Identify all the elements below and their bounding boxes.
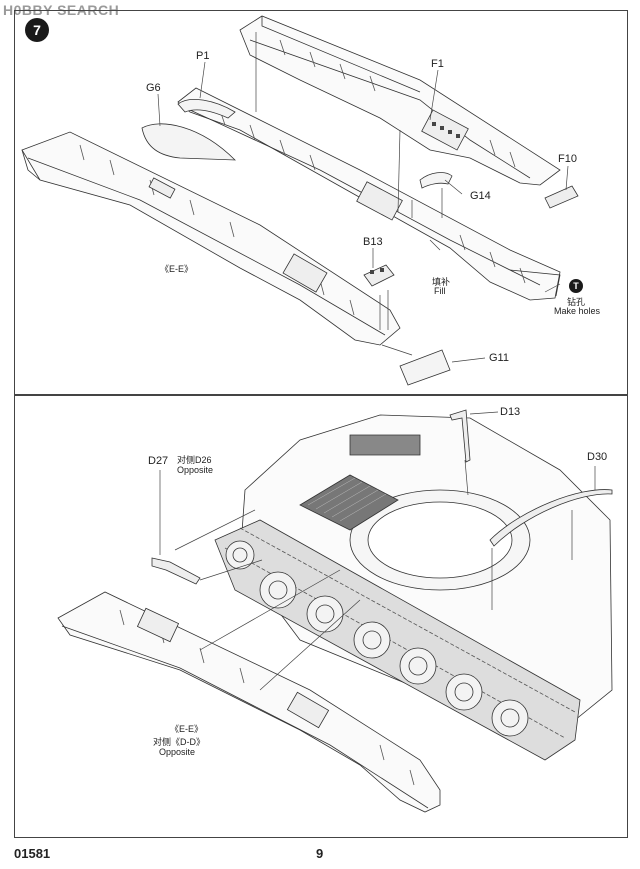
label-opposite-dd-cn: 对侧《D-D》 xyxy=(153,737,205,747)
fender-f1 xyxy=(239,15,561,186)
part-d30 xyxy=(489,489,613,547)
label-holes-cn: 钻孔 xyxy=(567,297,586,307)
part-g6 xyxy=(141,123,237,161)
label-f10: F10 xyxy=(558,153,577,165)
label-d27: D27 xyxy=(148,455,169,467)
make-holes-icon: T xyxy=(569,279,583,293)
step-number-badge: 7 xyxy=(25,18,49,42)
label-fill-cn: 填补 xyxy=(432,277,451,287)
label-g14: G14 xyxy=(470,190,491,202)
label-b13: B13 xyxy=(363,236,383,248)
label-g11: G11 xyxy=(489,352,509,364)
fender-middle xyxy=(177,87,561,301)
label-p1: P1 xyxy=(196,50,210,62)
label-g6: G6 xyxy=(146,82,161,94)
part-p1 xyxy=(177,99,236,119)
top-panel-frame xyxy=(14,10,628,395)
label-holes-en: Make holes xyxy=(554,306,601,316)
part-g11 xyxy=(399,349,451,386)
part-d13 xyxy=(449,409,471,463)
tank-hull xyxy=(239,414,613,731)
label-e-e-bottom: 《E-E》 xyxy=(170,724,204,734)
kit-number: 01581 xyxy=(14,846,51,861)
page-number: 9 xyxy=(316,846,324,861)
label-fill-en: Fill xyxy=(434,286,446,296)
part-g14 xyxy=(419,172,453,189)
label-d13: D13 xyxy=(500,406,521,418)
label-e-e-top: 《E-E》 xyxy=(160,264,194,274)
part-f10 xyxy=(544,185,579,209)
label-opposite-d26-en: Opposite xyxy=(177,465,214,475)
make-holes-icon-letter: T xyxy=(573,281,579,291)
bottom-panel-frame xyxy=(14,395,628,838)
label-d30: D30 xyxy=(587,451,608,463)
fender-e-e-bottom xyxy=(57,591,441,813)
label-opposite-d26-cn: 对侧D26 xyxy=(177,455,212,465)
label-f1: F1 xyxy=(431,58,444,70)
part-d27 xyxy=(151,557,201,585)
step-number: 7 xyxy=(33,22,41,38)
part-b13 xyxy=(363,264,395,287)
label-opposite-dd-en: Opposite xyxy=(159,747,196,757)
fender-e-e xyxy=(21,131,401,346)
